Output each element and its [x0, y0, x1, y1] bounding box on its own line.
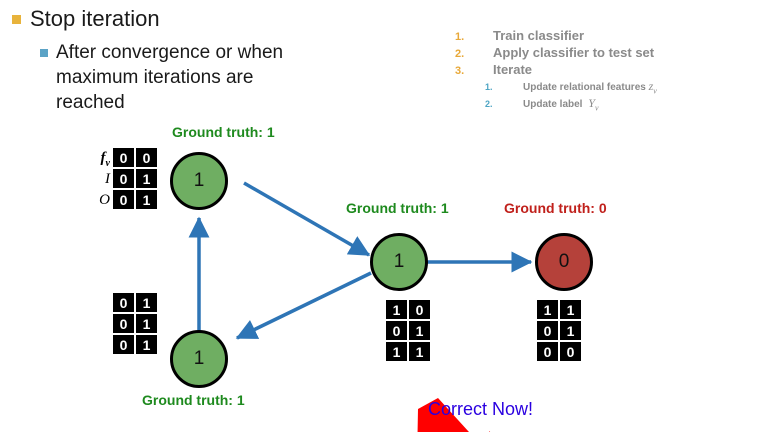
bullet-level1-label: Stop iteration — [30, 6, 160, 31]
row-label-o: O — [99, 192, 110, 208]
algorithm-steps-list: 1. Train classifier 2. Apply classifier … — [455, 28, 777, 114]
correct-now-annotation: Correct Now! — [428, 399, 534, 419]
matrix-cell: 1 — [409, 342, 430, 361]
red-pointer-arrow — [417, 398, 491, 432]
list-marker: 2. — [485, 99, 493, 110]
matrix-cell: 0 — [537, 321, 558, 340]
matrix-cell: 1 — [136, 190, 157, 209]
node-label: 1 — [193, 348, 205, 369]
matrix-cell: 1 — [560, 300, 581, 319]
edge-topleft-to-center — [243, 181, 371, 257]
list-item-label: Update relational features zv — [523, 79, 657, 95]
matrix-cell: 1 — [136, 314, 157, 333]
matrix-cell: 0 — [113, 335, 134, 354]
ground-truth-label-topleft: Ground truth: 1 — [172, 124, 275, 140]
bullet-level1: Stop iteration — [12, 6, 160, 32]
matrix-cell: 1 — [136, 169, 157, 188]
ground-truth-label-right: Ground truth: 0 — [504, 200, 607, 216]
square-sub-bullet-icon — [40, 49, 48, 57]
bullet-level2-label: After convergence or when maximum iterat… — [56, 42, 284, 113]
list-marker: 1. — [455, 31, 465, 43]
feature-row-labels: fv I O — [84, 148, 110, 211]
list-marker: 1. — [485, 82, 493, 92]
graph-node-bottomleft[interactable]: 1 — [170, 330, 228, 388]
matrix-cell: 0 — [113, 293, 134, 312]
list-item-label: Update label Yv — [523, 96, 599, 112]
list-item: 1. Train classifier — [455, 28, 777, 43]
list-item-text: Update label — [523, 99, 583, 111]
list-item-text: Update relational features — [523, 82, 646, 93]
list-item: 2. Apply classifier to test set — [455, 45, 777, 60]
ground-truth-label-center: Ground truth: 1 — [346, 200, 449, 216]
matrix-cell: 1 — [136, 335, 157, 354]
matrix-cell: 1 — [136, 293, 157, 312]
matrix-cell: 1 — [409, 321, 430, 340]
node-label: 1 — [393, 251, 405, 272]
list-item: 1. Update relational features zv — [455, 79, 777, 95]
matrix-center: 1 0 0 1 1 1 — [386, 300, 430, 361]
matrix-cell: 0 — [113, 169, 134, 188]
ground-truth-label-bottomleft: Ground truth: 1 — [142, 392, 245, 408]
matrix-cell: 0 — [113, 190, 134, 209]
row-label-i: I — [105, 171, 110, 187]
math-variable: Yv — [588, 96, 599, 113]
matrix-cell: 1 — [386, 342, 407, 361]
bullet-level2: After convergence or when maximum iterat… — [40, 40, 326, 115]
matrix-cell: 0 — [113, 148, 134, 167]
square-bullet-icon — [12, 15, 21, 24]
graph-node-topleft[interactable]: 1 — [170, 152, 228, 210]
matrix-right: 1 1 0 1 0 0 — [537, 300, 581, 361]
row-label-fv: fv — [100, 150, 110, 169]
matrix-bottom-left: 0 1 0 1 0 1 — [113, 293, 157, 354]
list-item-label: Apply classifier to test set — [493, 45, 655, 60]
math-variable: zv — [648, 79, 657, 96]
list-item-label: Iterate — [493, 62, 533, 77]
matrix-cell: 0 — [560, 342, 581, 361]
matrix-cell: 1 — [537, 300, 558, 319]
matrix-cell: 0 — [136, 148, 157, 167]
matrix-cell: 1 — [386, 300, 407, 319]
node-label: 1 — [193, 170, 205, 191]
node-label: 0 — [558, 251, 570, 272]
graph-node-center[interactable]: 1 — [370, 233, 428, 291]
list-item: 3. Iterate — [455, 62, 777, 77]
list-item-label: Train classifier — [493, 28, 585, 43]
list-marker: 2. — [455, 48, 465, 60]
matrix-cell: 0 — [409, 300, 430, 319]
matrix-cell: 1 — [560, 321, 581, 340]
edge-center-to-bottomleft — [235, 271, 372, 340]
graph-node-right[interactable]: 0 — [535, 233, 593, 291]
matrix-cell: 0 — [113, 314, 134, 333]
matrix-cell: 0 — [386, 321, 407, 340]
list-item: 2. Update label Yv — [455, 96, 777, 112]
list-marker: 3. — [455, 65, 465, 77]
matrix-cell: 0 — [537, 342, 558, 361]
matrix-top-left: 0 0 0 1 0 1 — [113, 148, 157, 209]
